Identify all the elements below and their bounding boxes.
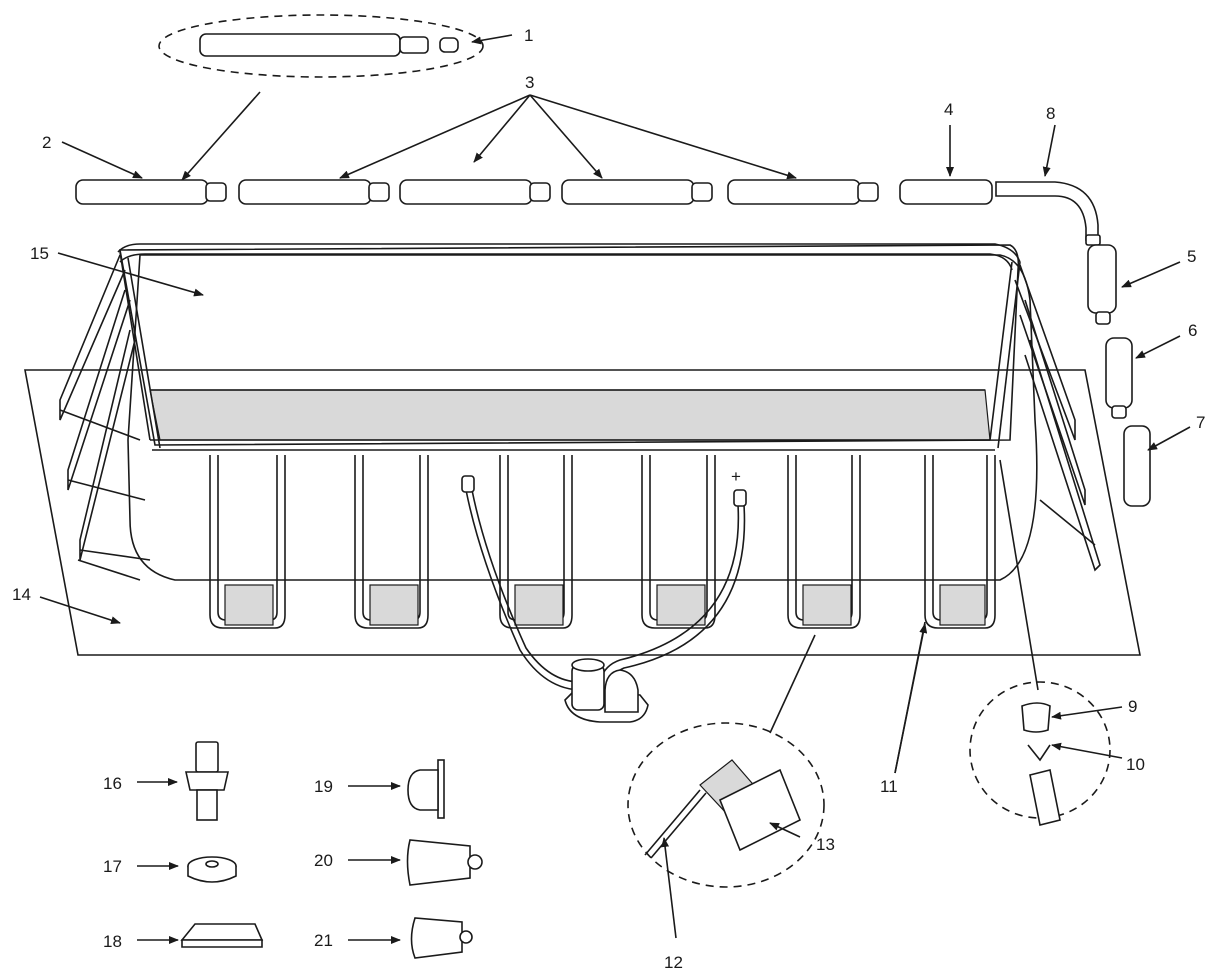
ground-cloth xyxy=(24,369,1141,656)
label-14: 14 xyxy=(12,585,31,604)
label-18: 18 xyxy=(103,932,122,951)
label-4: 4 xyxy=(944,100,953,119)
label-19: 19 xyxy=(314,777,333,796)
hose-fitting-inlet xyxy=(733,489,747,507)
label-12: 12 xyxy=(664,953,683,972)
pump-inlet-mark: + xyxy=(731,467,741,486)
hose-fitting-outlet xyxy=(461,475,475,493)
part-18-repair-patch xyxy=(180,923,264,948)
detail-9-10-circle xyxy=(969,459,1111,826)
label-11: 11 xyxy=(880,777,898,796)
leader-lines xyxy=(39,34,1191,944)
part-21-joint-cap xyxy=(410,917,473,959)
label-8: 8 xyxy=(1046,104,1055,123)
label-15: 15 xyxy=(30,244,49,263)
part-16-drain-valve xyxy=(185,741,229,821)
filter-pump xyxy=(564,658,649,723)
part-19-connector xyxy=(407,759,445,819)
detail-12-13-circle xyxy=(627,634,825,888)
u-legs xyxy=(209,455,996,629)
part-8-corner-joint xyxy=(995,181,1101,246)
callout-labels: 1 2 3 4 5 6 7 8 9 10 11 12 13 14 15 16 1… xyxy=(12,26,1205,972)
label-17: 17 xyxy=(103,857,122,876)
pool-liner xyxy=(117,243,1038,581)
part-1-tube-with-pin xyxy=(158,14,484,78)
label-9: 9 xyxy=(1128,697,1137,716)
label-10: 10 xyxy=(1126,755,1145,774)
left-end-frame xyxy=(59,254,151,581)
label-20: 20 xyxy=(314,851,333,870)
part-20-joint-cap xyxy=(406,839,483,886)
label-3: 3 xyxy=(525,73,534,92)
label-7: 7 xyxy=(1196,413,1205,432)
leg-straps xyxy=(224,584,986,626)
right-end-frame xyxy=(1014,264,1101,572)
part-17-plug xyxy=(187,856,237,883)
label-13: 13 xyxy=(816,835,835,854)
vertical-legs-5-6-7 xyxy=(1087,244,1151,507)
label-5: 5 xyxy=(1187,247,1196,266)
top-rails xyxy=(75,179,993,205)
label-21: 21 xyxy=(314,931,333,950)
filter-pump-hoses xyxy=(461,475,747,691)
label-16: 16 xyxy=(103,774,122,793)
label-1: 1 xyxy=(524,26,533,45)
label-6: 6 xyxy=(1188,321,1197,340)
label-2: 2 xyxy=(42,133,51,152)
